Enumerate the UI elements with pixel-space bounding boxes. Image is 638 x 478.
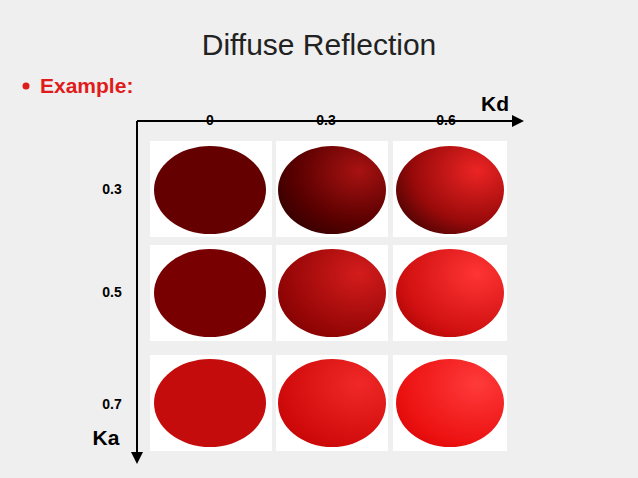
kd-value: 0.6 <box>436 113 455 128</box>
ka-value: 0.7 <box>102 397 121 412</box>
ka-axis-label: Ka <box>93 426 120 449</box>
tiles <box>150 141 507 451</box>
example-heading: Example: <box>40 74 133 97</box>
kd-value: 0.3 <box>316 113 335 128</box>
ka-value: 0.5 <box>102 285 121 300</box>
ka-axis <box>136 121 138 456</box>
spheres <box>154 146 504 447</box>
bullet <box>23 83 30 90</box>
kd-value: 0 <box>206 113 214 128</box>
kd-axis-label: Kd <box>481 92 509 115</box>
ka-value: 0.3 <box>102 182 121 197</box>
slide-title: Diffuse Reflection <box>202 28 437 61</box>
